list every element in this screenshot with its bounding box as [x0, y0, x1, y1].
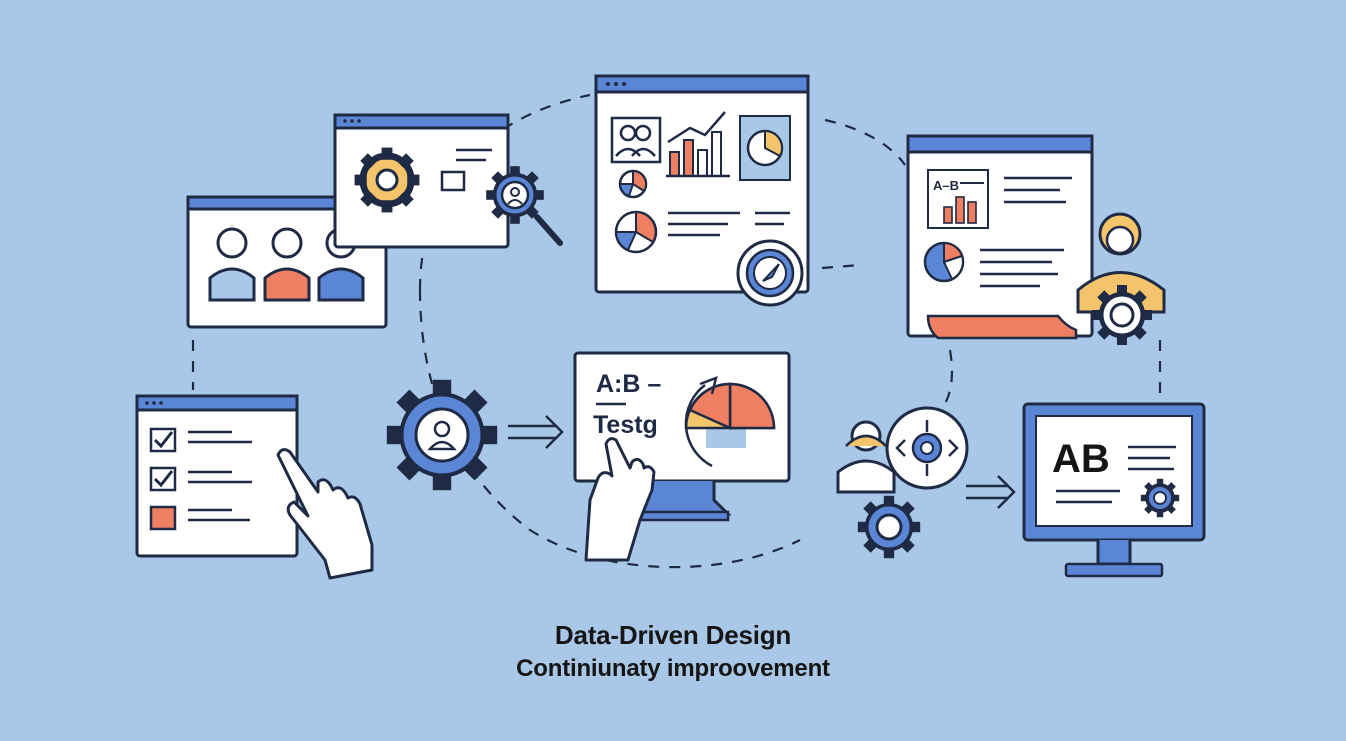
target-icon — [885, 406, 969, 490]
person-icon-2 — [263, 227, 311, 302]
gear-icon — [355, 148, 420, 213]
gear-icon-right — [1090, 283, 1154, 347]
tester-person-icon — [836, 420, 896, 494]
ab-test-label-bottom: Testg — [593, 411, 658, 439]
checkbox-icon-1 — [149, 427, 177, 453]
report-pie-icon — [923, 241, 965, 283]
arrow-right-icon-1 — [508, 415, 564, 449]
pointer-hand-icon-center — [584, 437, 656, 562]
settings-panel — [333, 113, 510, 249]
monitor-gear-icon — [1139, 477, 1181, 519]
dashboard-panel — [594, 74, 810, 294]
connector-bottom-loop — [418, 289, 801, 569]
caption-title: Data-Driven Design — [554, 620, 792, 650]
arrow-right-icon-2 — [966, 475, 1016, 509]
report-panel: A–B — [906, 134, 1094, 340]
users-icon — [610, 116, 662, 164]
ab-test-label-top: A:B – — [596, 370, 661, 398]
checkbox-icon-3 — [149, 505, 177, 531]
caption-subtitle: Continiunaty improovement — [516, 655, 830, 682]
report-chart-label: A–B — [933, 178, 959, 193]
checkbox-icon-2 — [149, 466, 177, 492]
monitor-icon: AB — [1022, 402, 1206, 578]
pie-chart-icon-main — [746, 129, 784, 167]
gear-icon-bottom — [855, 493, 923, 561]
gauge-icon — [684, 375, 776, 468]
user-gear-icon — [387, 380, 497, 490]
connector-top-right — [824, 118, 906, 166]
pie-chart-icon-small — [618, 169, 648, 199]
bar-chart-icon — [666, 111, 730, 178]
magnifier-icon — [484, 164, 563, 246]
pie-chart-icon-large — [614, 210, 658, 254]
compass-icon — [736, 239, 804, 307]
pointer-hand-icon-left — [276, 448, 374, 580]
person-icon-1 — [208, 227, 256, 302]
monitor-label: AB — [1052, 437, 1110, 481]
connector-mid-right — [821, 263, 861, 270]
checklist-panel — [135, 394, 299, 558]
connector-right-curve — [939, 349, 954, 411]
